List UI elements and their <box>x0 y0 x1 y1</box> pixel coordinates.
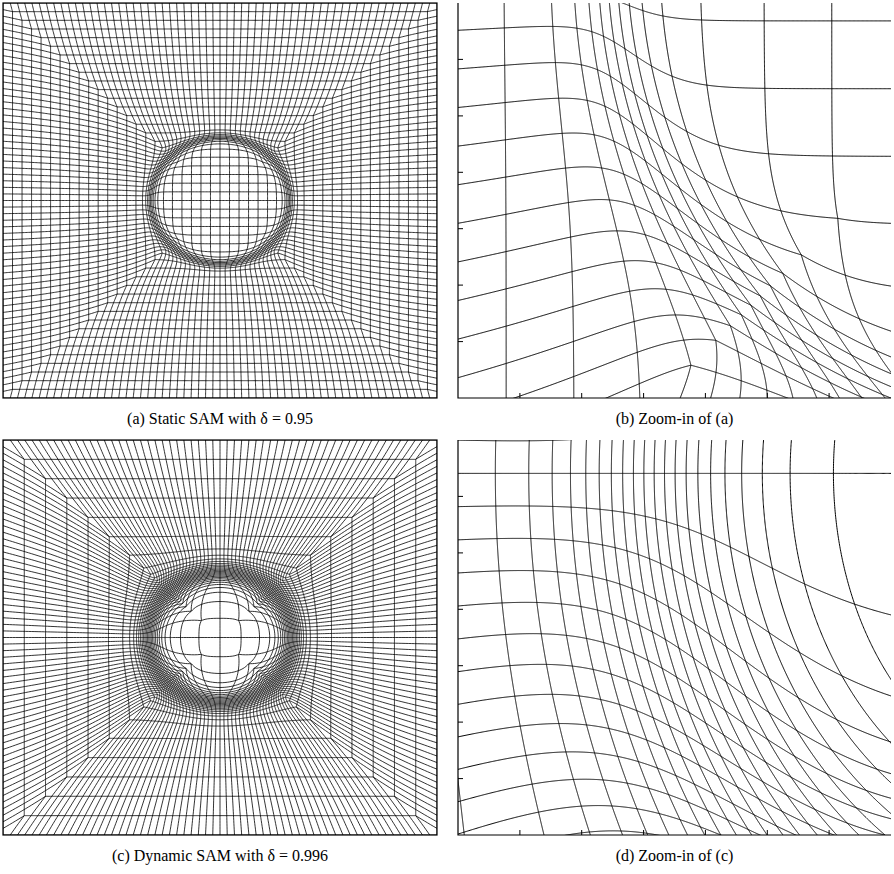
subfigure-caption: (d) Zoom-in of (c) <box>458 846 891 866</box>
mesh-lines <box>3 3 437 398</box>
mesh-lines <box>458 3 891 398</box>
axis-ticks <box>458 496 829 835</box>
panel-frame <box>3 440 437 835</box>
axis-lines <box>458 440 891 835</box>
subfigure-caption: (b) Zoom-in of (a) <box>458 409 891 429</box>
mesh-lines <box>3 440 437 835</box>
axis-ticks <box>458 59 829 398</box>
mesh-lines <box>458 440 891 835</box>
mesh-panel <box>3 440 437 835</box>
mesh-panel <box>393 0 894 457</box>
subfigure-caption: (a) Static SAM with δ = 0.95 <box>3 409 437 429</box>
subfigure-caption: (c) Dynamic SAM with δ = 0.996 <box>3 846 437 866</box>
panel-frame <box>3 3 437 398</box>
mesh-panel <box>3 3 437 398</box>
axis-lines <box>458 3 891 398</box>
mesh-panel <box>393 381 894 874</box>
